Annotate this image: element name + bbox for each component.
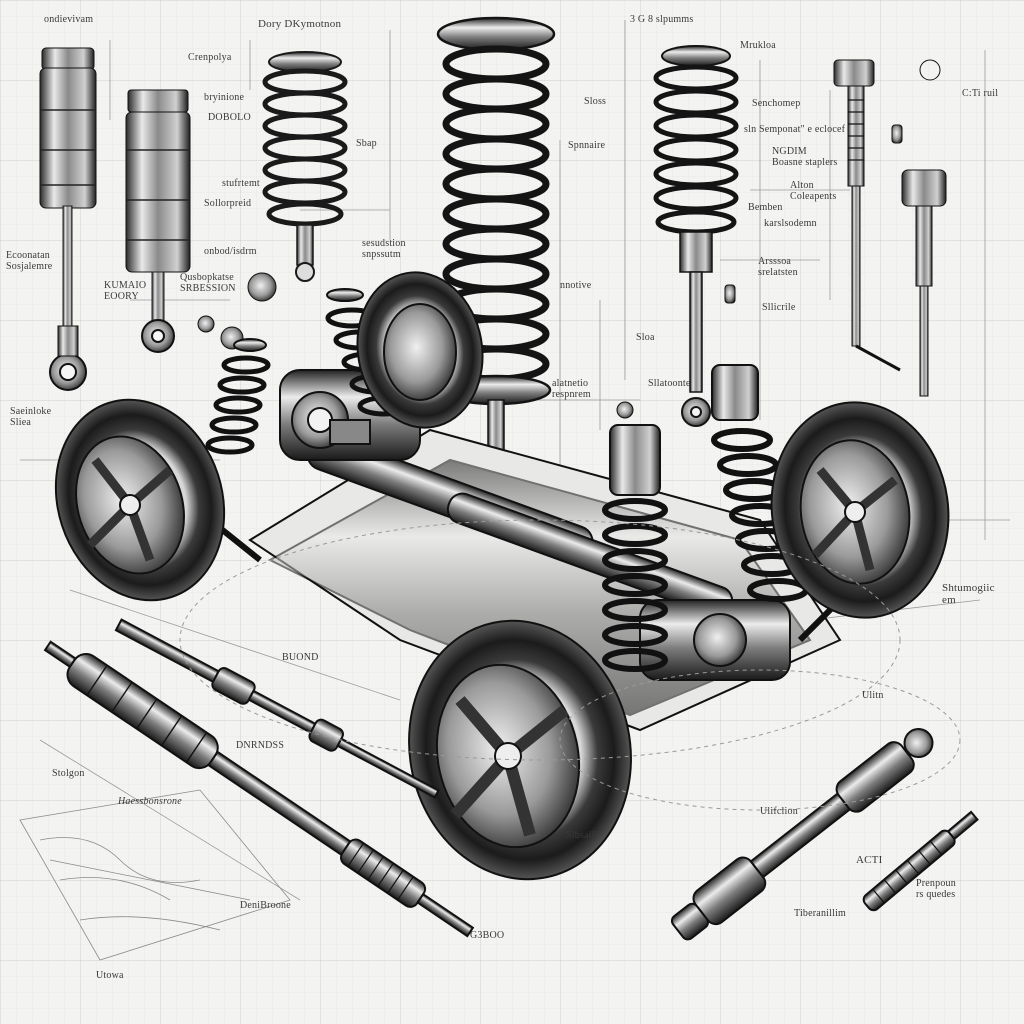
damper-1	[39, 47, 97, 391]
label-acti: ACTI	[856, 854, 883, 866]
shock-bottom-right-1	[670, 728, 934, 941]
tie-rod-right-2	[901, 169, 947, 397]
label-sllicrile: Sllicrile	[762, 302, 796, 313]
coil-spring-left	[262, 51, 348, 282]
label-sbap: Sbap	[356, 138, 377, 149]
label-kumaio: KUMAIO EOORY	[104, 280, 147, 302]
label-g3boo: G3BOO	[470, 930, 505, 941]
label-slpumms: 3 G 8 slpumms	[630, 14, 694, 25]
small-parts	[197, 59, 941, 419]
label-sesudstion: sesudstion snpssutm	[362, 238, 406, 260]
label-semponat: sln Semponat" e eclocef	[744, 124, 846, 135]
label-stolgon: Stolgon	[52, 768, 85, 779]
label-denibroone: DeniBroone	[240, 900, 291, 911]
label-qusbopkatse: Qusbopkatse SRBESSION	[180, 272, 236, 294]
coil-spring-right	[653, 45, 739, 427]
chassis-frame	[208, 369, 843, 732]
label-ecoonatan: Ecoonatan Sosjalemre	[6, 250, 53, 272]
label-stufrtemt: stufrtemt	[222, 178, 260, 189]
label-onbod: onbod/isdrm	[204, 246, 257, 257]
label-bemben: Bemben	[748, 202, 783, 213]
tie-rod-right-1	[833, 59, 901, 372]
label-saeinloke: Saeinloke Sliea	[10, 406, 52, 428]
label-alton: Alton Coleapents	[790, 180, 837, 202]
wheel-rear-left	[356, 271, 484, 429]
label-dnrndss: DNRNDSS	[236, 740, 285, 751]
damper-2	[125, 89, 191, 353]
label-ngdim: NGDIM Boasne staplers	[772, 146, 838, 168]
coilover-front-left	[205, 338, 271, 455]
shock-bottom-left-2	[114, 618, 440, 799]
label-utowa: Utowa	[96, 970, 124, 981]
wheel-front-right	[408, 619, 632, 881]
label-ctiruil: C:Ti ruil	[962, 88, 999, 99]
label-buond: BUOND	[282, 652, 319, 663]
label-bryinione: bryinione	[204, 92, 245, 103]
label-crenpolya: Crenpolya	[188, 52, 232, 63]
wheel-front-left	[54, 398, 226, 602]
label-dobolo: DOBOLO	[208, 112, 251, 123]
label-senchomep: Senchomep	[752, 98, 801, 109]
label-arsssoa: Arsssoa srelatsten	[758, 256, 798, 278]
label-sllatoonte: Sllatoonte	[648, 378, 691, 389]
label-nnotive: nnotive	[560, 280, 592, 291]
label-mrukloa: Mrukloa	[740, 40, 776, 51]
shock-bottom-right-2	[862, 810, 979, 912]
label-dory: Dory DKymotnon	[258, 18, 342, 30]
label-ulitn: Ulitn	[862, 690, 884, 701]
wheel-rear-right	[770, 401, 950, 619]
label-tiberanillim: Tiberanillim	[794, 908, 847, 919]
label-shtumogiic: Shtumogiic em	[942, 582, 995, 606]
label-sollorpreid: Sollorpreid	[204, 198, 252, 209]
label-ondievivam: ondievivam	[44, 14, 94, 25]
label-sloa: Sloa	[636, 332, 655, 343]
coilover-rear-right	[711, 364, 809, 602]
label-spnnaire: Spnnaire	[568, 140, 606, 151]
dimension-outlines	[179, 519, 961, 811]
label-haessbonsrone: Haessbonsrone	[118, 796, 182, 807]
label-karslsodemn: karslsodemn	[764, 218, 817, 229]
label-ulifclion: Ulifclion	[760, 806, 798, 817]
label-slbsalli: Slbsalli	[566, 830, 598, 841]
label-prenpoun: Prenpoun rs quedes	[916, 878, 956, 900]
coilover-front-right	[602, 424, 668, 672]
shock-bottom-left-1	[43, 640, 475, 938]
sketch-map	[19, 789, 291, 961]
label-alatnetio: alatnetio respnrem	[552, 378, 591, 400]
label-sloss: Sloss	[584, 96, 607, 107]
